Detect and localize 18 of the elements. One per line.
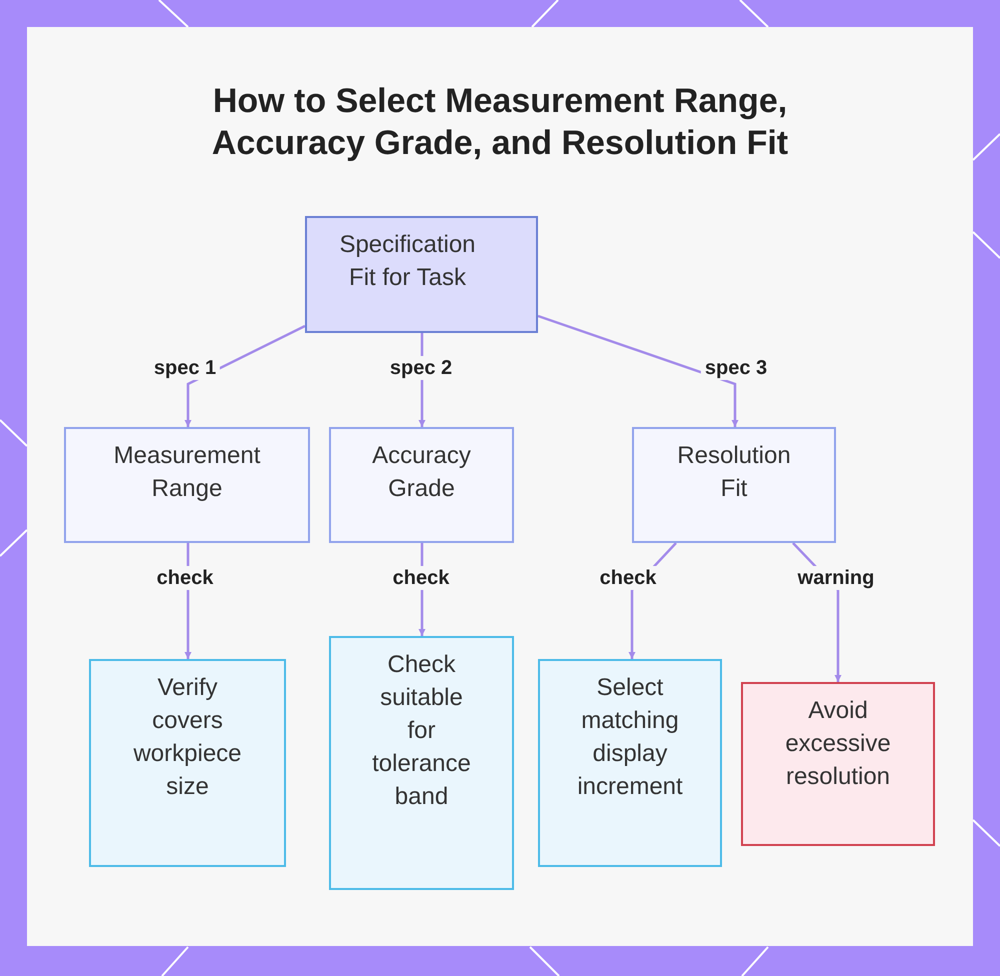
category-box bbox=[632, 427, 836, 543]
root-box bbox=[305, 216, 538, 333]
node-text: Accuracy Grade bbox=[371, 441, 472, 504]
node-text: Verify covers workpiece size bbox=[132, 673, 243, 802]
action-box bbox=[329, 636, 514, 890]
action-box bbox=[89, 659, 286, 867]
diagram-title: How to Select Measurement Range, Accuracy Grade, and Resolution Fit bbox=[210, 81, 790, 164]
action-box bbox=[538, 659, 722, 867]
node-text: Select matching display increment bbox=[576, 673, 684, 802]
node-text: Check suitable for tolerance band bbox=[371, 650, 472, 812]
warning-box bbox=[741, 682, 935, 846]
node-text: Resolution Fit bbox=[676, 441, 792, 504]
node-text: Measurement Range bbox=[112, 441, 262, 504]
category-box bbox=[64, 427, 310, 543]
node-text: Avoid excessive resolution bbox=[784, 696, 892, 792]
node-text: Specification Fit for Task bbox=[338, 230, 477, 293]
category-box bbox=[329, 427, 514, 543]
connector-arrow bbox=[538, 314, 738, 427]
